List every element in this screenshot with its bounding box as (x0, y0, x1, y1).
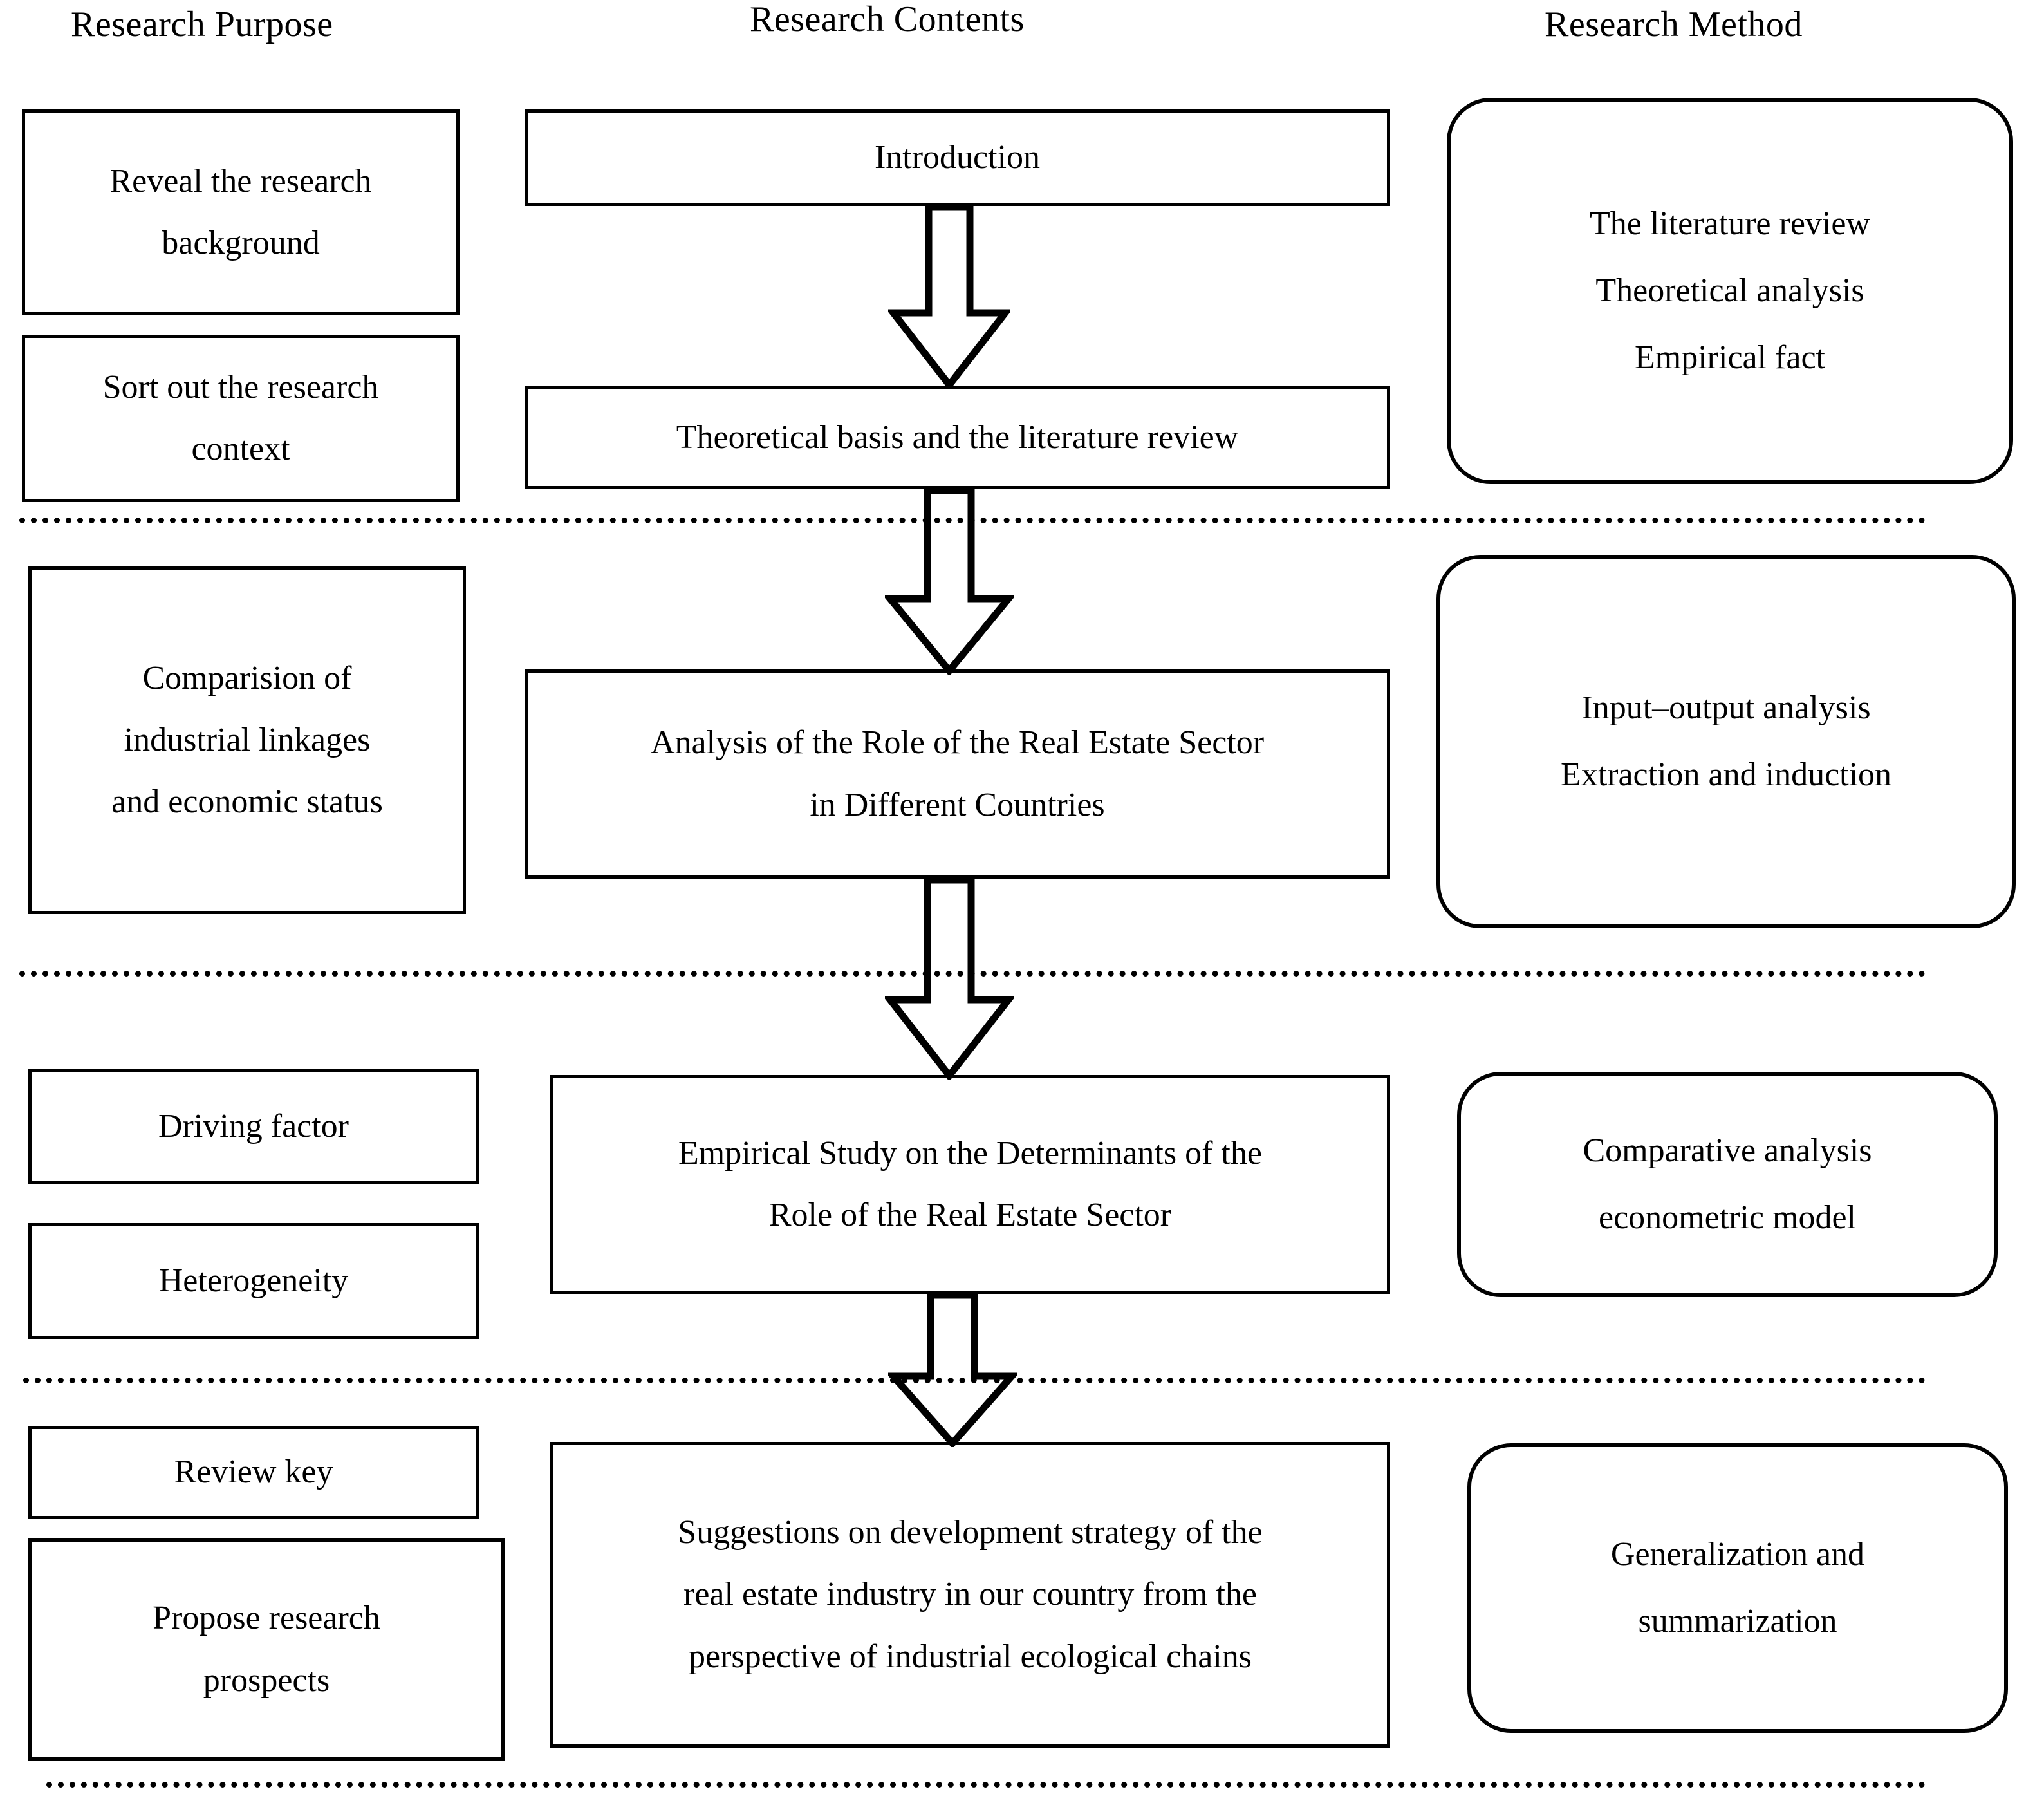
contents-box-line: Introduction (874, 138, 1041, 176)
method-box-line: Extraction and induction (1560, 756, 1892, 793)
purpose-box-propose-research-prospects[interactable]: Propose research prospects (28, 1538, 505, 1761)
purpose-box-driving-factor[interactable]: Driving factor (28, 1069, 479, 1184)
method-box-line: summarization (1638, 1603, 1837, 1640)
arrow-analysis-to-empirical (885, 877, 1014, 1080)
purpose-box-line: industrial linkages (124, 721, 371, 758)
purpose-box-line: Comparision of (142, 659, 352, 697)
method-box-line: Generalization and (1610, 1536, 1865, 1573)
contents-box-line: Theoretical basis and the literature rev… (676, 418, 1239, 456)
method-box-line: The literature review (1590, 205, 1870, 242)
column-header-research-purpose: Research Purpose (71, 5, 333, 44)
contents-box-empirical-study-determinants[interactable]: Empirical Study on the Determinants of t… (550, 1075, 1390, 1294)
arrow-empirical-to-suggestions (888, 1293, 1017, 1447)
purpose-box-heterogeneity[interactable]: Heterogeneity (28, 1223, 479, 1339)
method-box-literature-review[interactable]: The literature review Theoretical analys… (1447, 98, 2013, 484)
contents-box-line: in Different Countries (810, 786, 1105, 823)
purpose-box-line: background (162, 225, 320, 261)
purpose-box-line: Heterogeneity (158, 1262, 349, 1299)
contents-box-line: Empirical Study on the Determinants of t… (678, 1134, 1262, 1172)
purpose-box-line: context (191, 431, 290, 467)
column-header-research-contents: Research Contents (750, 0, 1025, 39)
purpose-box-line: prospects (203, 1661, 330, 1699)
separator-stage-2 (19, 971, 1926, 977)
contents-box-line: Analysis of the Role of the Real Estate … (650, 724, 1265, 762)
purpose-box-line: Propose research (153, 1600, 380, 1637)
purpose-box-line: Reveal the research (109, 162, 372, 200)
contents-box-line: Suggestions on development strategy of t… (678, 1514, 1263, 1551)
contents-box-line: Role of the Real Estate Sector (768, 1197, 1172, 1233)
method-box-line: econometric model (1599, 1199, 1856, 1236)
purpose-box-review-key[interactable]: Review key (28, 1426, 479, 1519)
contents-box-line: perspective of industrial ecological cha… (688, 1638, 1252, 1675)
method-box-line: Empirical fact (1635, 339, 1825, 376)
separator-stage-1 (19, 518, 1926, 523)
contents-box-theoretical-basis[interactable]: Theoretical basis and the literature rev… (525, 386, 1390, 489)
purpose-box-sort-out-research-context[interactable]: Sort out the research context (22, 335, 460, 502)
column-header-research-method: Research Method (1545, 5, 1803, 44)
method-box-line: Input–output analysis (1581, 689, 1871, 726)
purpose-box-line: Sort out the research (102, 368, 379, 406)
contents-box-analysis-role-real-estate[interactable]: Analysis of the Role of the Real Estate … (525, 669, 1390, 879)
contents-box-suggestions-development-strategy[interactable]: Suggestions on development strategy of t… (550, 1442, 1390, 1748)
purpose-box-line: Review key (174, 1454, 333, 1491)
method-box-comparative-analysis[interactable]: Comparative analysis econometric model (1457, 1072, 1998, 1297)
purpose-box-reveal-research-background[interactable]: Reveal the research background (22, 109, 460, 315)
purpose-box-line: and economic status (111, 783, 383, 821)
purpose-box-comparision-industrial-linkages[interactable]: Comparision of industrial linkages and e… (28, 566, 466, 914)
method-box-line: Comparative analysis (1583, 1132, 1872, 1169)
separator-stage-4 (46, 1782, 1926, 1788)
method-box-line: Theoretical analysis (1595, 272, 1864, 309)
arrow-theoretical-to-analysis (885, 488, 1014, 675)
contents-box-introduction[interactable]: Introduction (525, 109, 1390, 206)
purpose-box-line: Driving factor (158, 1107, 349, 1145)
arrow-introduction-to-theoretical (888, 205, 1010, 389)
method-box-generalization-summarization[interactable]: Generalization and summarization (1467, 1443, 2008, 1733)
method-box-input-output-analysis[interactable]: Input–output analysis Extraction and ind… (1436, 555, 2016, 928)
contents-box-line: real estate industry in our country from… (683, 1576, 1257, 1613)
separator-stage-3 (23, 1378, 1926, 1383)
